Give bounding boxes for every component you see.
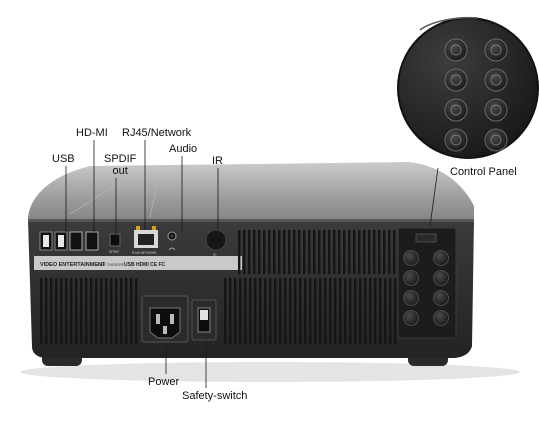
control-panel-button xyxy=(444,98,468,122)
control-panel-button xyxy=(484,128,508,152)
brand-strip-text: VIDEO ENTERTAINMENT xyxy=(40,262,106,268)
rj45-port: RJ45 NETWORK xyxy=(132,226,158,255)
spdif-port: SPDIF xyxy=(109,233,121,254)
svg-text:IR: IR xyxy=(213,253,217,257)
rear-panel-button xyxy=(433,250,449,266)
control-panel-button xyxy=(444,128,468,152)
ir-receiver: IR xyxy=(205,229,227,257)
hdmi-ports xyxy=(69,231,99,251)
brand-strip-subtext: HOME THEATER xyxy=(96,263,124,267)
brand-strip xyxy=(34,256,242,270)
usb-ports xyxy=(39,231,68,251)
audio-jack xyxy=(167,231,177,251)
control-panel-button xyxy=(484,98,508,122)
callout-lines xyxy=(65,140,439,388)
control-panel-button xyxy=(484,38,508,62)
control-panel-button xyxy=(444,68,468,92)
label-safety-switch: Safety-switch xyxy=(182,390,248,402)
label-rj45: RJ45/Network xyxy=(122,127,192,139)
rear-panel-button xyxy=(403,290,419,306)
control-panel-button xyxy=(444,38,468,62)
label-ir: IR xyxy=(212,155,223,167)
label-spdif-line2: out xyxy=(112,165,128,177)
label-power: Power xyxy=(148,376,180,388)
label-hdmi: HD-MI xyxy=(76,127,108,139)
rear-panel-button xyxy=(403,310,419,326)
rear-panel-button xyxy=(433,270,449,286)
label-control-panel: Control Panel xyxy=(450,166,517,178)
top-shell xyxy=(28,162,474,224)
svg-text:SPDIF: SPDIF xyxy=(109,250,119,254)
control-panel-zoom xyxy=(397,16,539,159)
cert-marks: USB HDMI CE FC xyxy=(124,262,166,268)
label-spdif: SPDIF out xyxy=(104,153,136,177)
rear-panel-button xyxy=(403,270,419,286)
label-audio: Audio xyxy=(169,143,198,155)
right-vent-grille xyxy=(238,230,396,274)
power-socket xyxy=(141,295,189,343)
svg-text:RJ45 NETWORK: RJ45 NETWORK xyxy=(132,251,157,255)
safety-switch xyxy=(191,299,217,341)
rear-control-panel xyxy=(397,227,457,339)
control-panel-button xyxy=(484,68,508,92)
floor-shadow xyxy=(20,362,520,382)
label-usb: USB xyxy=(52,153,75,165)
rear-panel-button xyxy=(433,310,449,326)
rear-panel-button xyxy=(433,290,449,306)
lower-vent-grille xyxy=(40,278,397,344)
rear-panel-button xyxy=(403,250,419,266)
label-spdif-line1: SPDIF xyxy=(104,153,137,165)
